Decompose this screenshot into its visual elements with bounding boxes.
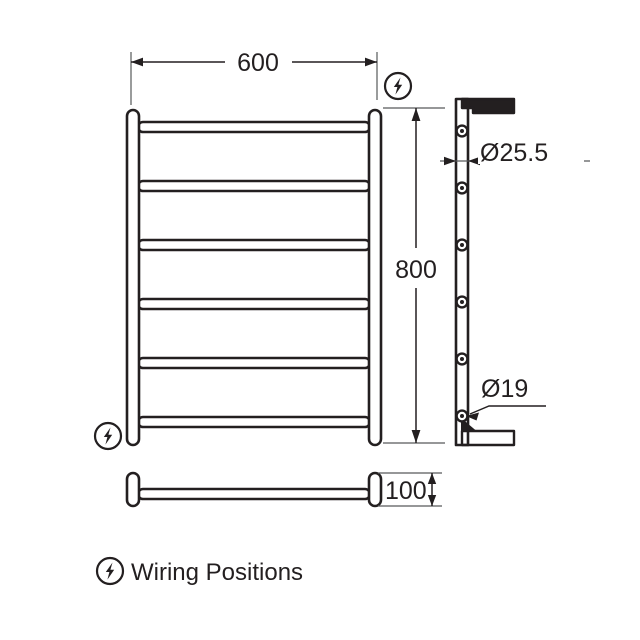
dimension-600-arrow-right (365, 57, 377, 67)
front-elevation-view: 600 (93, 49, 413, 451)
dimension-800-arrow-top (411, 108, 421, 121)
dimension-800-label: 800 (395, 256, 437, 284)
front-rails-group (125, 108, 383, 447)
side-hole-3-center (460, 243, 464, 247)
dimension-600: 600 (131, 49, 377, 77)
side-hole-1-center (460, 129, 464, 133)
side-rail-profile (454, 97, 470, 447)
rail-right (367, 108, 383, 447)
dimension-diameter-19-label: Ø19 (481, 375, 528, 403)
side-profile-view (454, 97, 516, 447)
dimension-100-arrow-top (427, 473, 437, 484)
dimension-800-arrow-bottom (411, 430, 421, 443)
rung-4 (136, 297, 372, 311)
dimension-100-label: 100 (385, 477, 427, 505)
dimension-100: 100 (378, 472, 442, 507)
rung-1 (136, 120, 372, 134)
dimension-rung-diameter: Ø19 (466, 375, 546, 421)
side-hole-5-center (460, 357, 464, 361)
wiring-position-top-right (383, 71, 413, 101)
dimension-diameter-25-5-label: Ø25.5 (480, 139, 548, 167)
side-hole-4-center (460, 300, 464, 304)
plan-rail-left (125, 471, 141, 508)
side-hole-2-center (460, 186, 464, 190)
legend-label: Wiring Positions (131, 559, 303, 586)
rung-3 (136, 238, 372, 252)
dimension-diameter-25-5-arrow-right (468, 156, 480, 166)
dimension-diameter-25-5-arrow-left (444, 156, 456, 166)
wiring-position-bottom-left (93, 421, 123, 451)
side-holes-group (455, 124, 469, 423)
plan-rail-right (367, 471, 383, 508)
dimension-diameter-19-leader (469, 405, 546, 415)
rung-5 (136, 356, 372, 370)
dimension-100-arrow-bottom (427, 495, 437, 506)
dimension-diameter-25-5-label-bg (478, 138, 584, 164)
side-hole-6-center (460, 414, 464, 418)
dimension-600-arrow-left (131, 57, 143, 67)
rail-left (125, 108, 141, 447)
dimension-800: 800 (383, 107, 445, 444)
rung-6 (136, 415, 372, 429)
side-top-bracket (460, 97, 516, 115)
dimension-diameter-19-arrow (466, 412, 479, 421)
side-bottom-bracket (460, 429, 516, 447)
rung-2 (136, 179, 372, 193)
legend-wiring-positions: Wiring Positions (95, 556, 303, 586)
dimension-600-label: 600 (237, 49, 279, 77)
plan-rung (136, 487, 372, 501)
plan-view (125, 471, 383, 508)
dimension-rail-diameter: Ø25.5 (440, 138, 590, 167)
